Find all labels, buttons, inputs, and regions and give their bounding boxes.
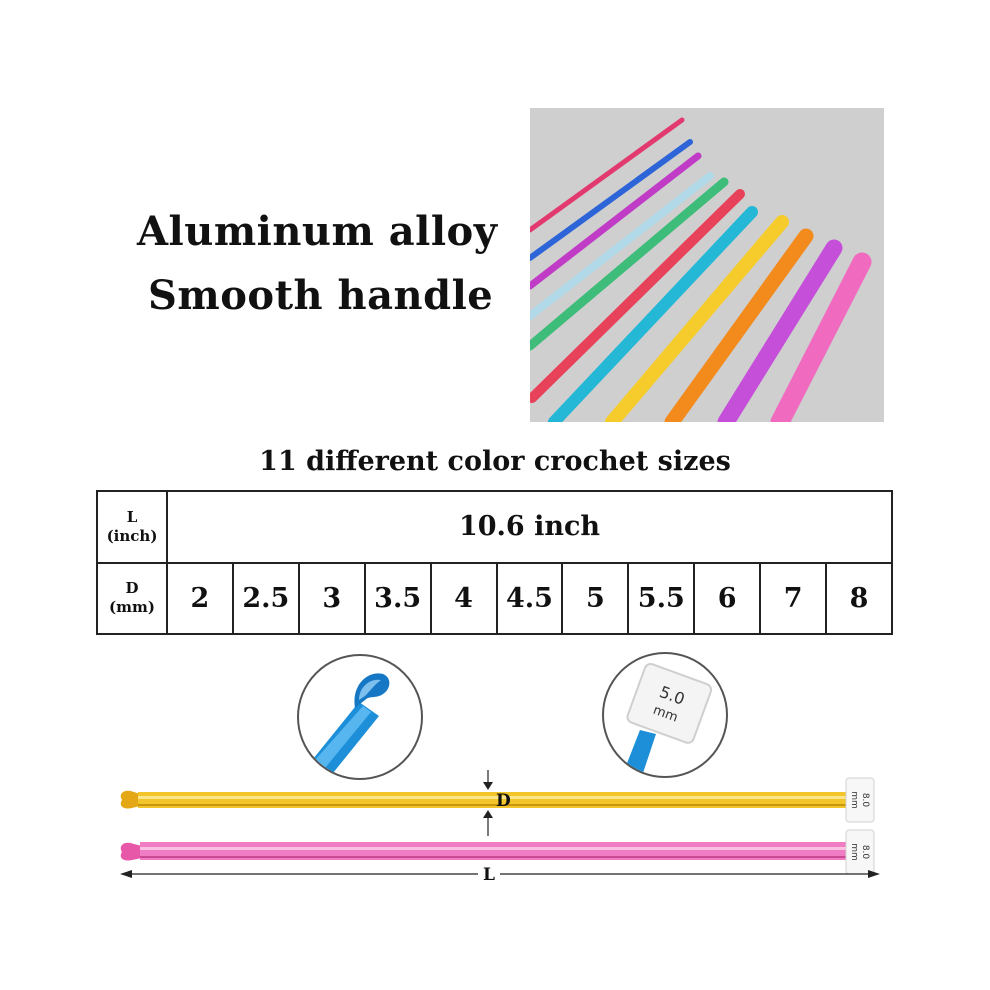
gold-hook: 8.0 mm	[120, 777, 875, 823]
hook-dimension-svg: 8.0 mm D 8.0 mm	[120, 760, 880, 885]
headline-line-1: Aluminum alloy	[137, 208, 498, 255]
diameter-cell: 2	[166, 561, 234, 635]
diameter-marker: D	[483, 760, 511, 836]
hook-tip-closeup	[297, 654, 423, 780]
length-header-symbol: L	[126, 507, 138, 526]
length-header-unit: (inch)	[106, 526, 158, 545]
sizes-subtitle: 11 different color crochet sizes	[259, 446, 731, 477]
gold-hook-tag-size: 8.0	[860, 793, 870, 808]
pink-hook-tag-unit: mm	[849, 843, 859, 861]
hook-tip-icon	[309, 673, 390, 778]
diameter-cell: 4.5	[495, 561, 564, 635]
length-value: 10.6 inch	[166, 490, 893, 564]
diameter-cell: 5.5	[627, 561, 696, 635]
size-tag-icon: 5.0 mm	[622, 662, 713, 776]
diameter-header: D (mm)	[96, 561, 168, 635]
diameter-cell: 8	[825, 561, 893, 635]
length-header: L (inch)	[96, 490, 168, 564]
diameter-cell: 5	[561, 561, 630, 635]
diameter-cell: 3	[297, 561, 366, 635]
length-row: L (inch) 10.6 inch	[96, 490, 893, 564]
product-photo	[525, 108, 884, 432]
diameter-cell: 2.5	[231, 561, 300, 635]
diameter-label: D	[496, 791, 511, 811]
pink-hook-tag-size: 8.0	[860, 845, 870, 860]
dimension-diagram: 8.0 mm D 8.0 mm	[110, 760, 890, 890]
diameter-cell: 7	[759, 561, 828, 635]
headline-line-2: Smooth handle	[148, 272, 494, 319]
length-label: L	[483, 865, 495, 885]
size-table: L (inch) 10.6 inch D (mm) 2 2.5 3 3.5 4 …	[96, 490, 893, 635]
diameter-row: D (mm) 2 2.5 3 3.5 4 4.5 5 5.5 6 7 8	[96, 561, 893, 635]
size-tag-closeup: 5.0 mm	[602, 652, 728, 778]
diameter-cell: 6	[693, 561, 762, 635]
crochet-hooks-illustration	[525, 117, 872, 432]
length-arrow: L	[120, 864, 880, 885]
diameter-cell: 3.5	[363, 561, 432, 635]
pink-hook: 8.0 mm	[120, 829, 875, 875]
diameter-cell: 4	[429, 561, 498, 635]
diameter-header-symbol: D	[125, 579, 139, 598]
diameter-header-unit: (mm)	[109, 598, 155, 617]
gold-hook-tag-unit: mm	[849, 791, 859, 809]
